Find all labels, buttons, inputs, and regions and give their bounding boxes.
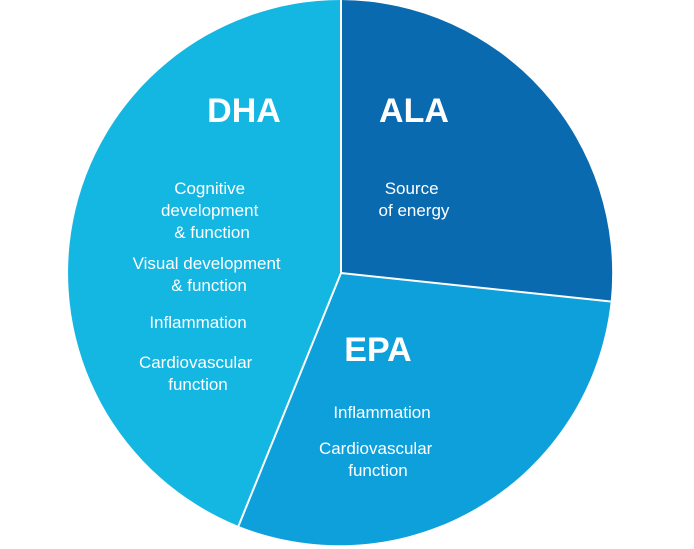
dha-function-2-line-2: & function <box>171 276 247 295</box>
dha-title: DHA <box>207 92 281 130</box>
ala-title: ALA <box>379 92 449 130</box>
epa-function-2-line-2: function <box>348 461 408 480</box>
epa-function-1: Inflammation <box>333 403 430 422</box>
epa-title: EPA <box>344 331 411 369</box>
ala-function-1-line-2: of energy <box>379 201 450 220</box>
dha-function-3: Inflammation <box>149 313 246 332</box>
divider-left <box>237 272 342 527</box>
dha-function-4: Cardiovascular function <box>139 353 257 394</box>
slice-dha <box>68 0 341 526</box>
dha-function-2: Visual development & function <box>133 254 286 295</box>
dha-function-1-line-1: Cognitive <box>174 179 245 198</box>
dha-function-1-line-3: & function <box>174 223 250 242</box>
dha-function-2-line-1: Visual development <box>133 254 281 273</box>
dha-function-4-line-1: Cardiovascular <box>139 353 253 372</box>
dha-function-1: Cognitive development & function <box>161 179 263 242</box>
dha-function-4-line-2: function <box>168 375 228 394</box>
epa-function-2: Cardiovascular function <box>319 439 437 480</box>
epa-function-2-line-1: Cardiovascular <box>319 439 433 458</box>
ala-function-1: Source of energy <box>379 179 450 220</box>
dha-function-1-line-2: development <box>161 201 259 220</box>
slice-epa <box>238 273 611 546</box>
ala-function-1-line-1: Source <box>385 179 439 198</box>
slice-ala <box>341 0 613 302</box>
divider-right <box>340 272 611 303</box>
